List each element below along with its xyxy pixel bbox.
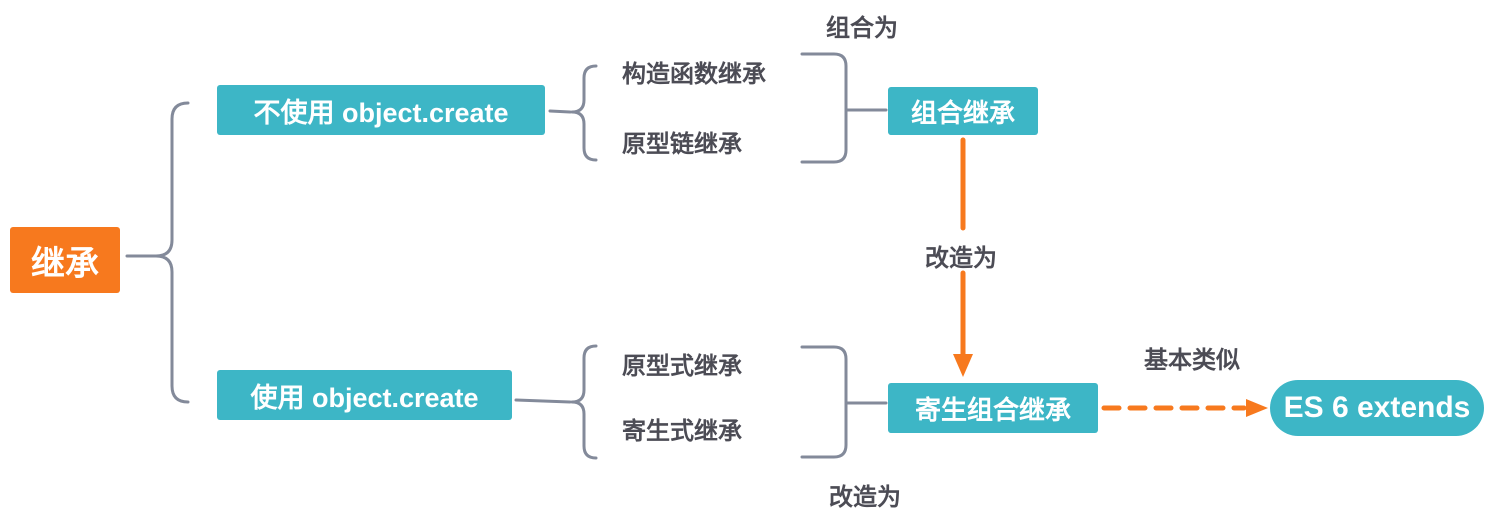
node-combination-inheritance[interactable]: 组合继承 xyxy=(888,87,1038,135)
edge-label-refactor-as: 改造为 xyxy=(925,245,997,272)
leaf-constructor-inheritance: 构造函数继承 xyxy=(622,61,766,88)
bottom-branch-curly-brace xyxy=(570,344,598,460)
node-without-object-create-label: 不使用 object.create xyxy=(253,97,509,128)
node-without-object-create[interactable]: 不使用 object.create xyxy=(217,85,545,135)
bottom-merge-bracket xyxy=(800,345,848,459)
node-with-object-create-label: 使用 object.create xyxy=(250,382,479,413)
leaf-prototypal-inheritance: 原型式继承 xyxy=(622,353,742,380)
leaf-parasitic-inheritance: 寄生式继承 xyxy=(622,418,742,445)
leaf-prototype-chain-inheritance: 原型链继承 xyxy=(622,131,742,158)
root-curly-brace xyxy=(154,101,190,404)
similar-arrowhead xyxy=(1246,399,1268,417)
node-es6-extends[interactable]: ES 6 extends xyxy=(1270,380,1484,436)
top-branch-curly-brace xyxy=(570,64,598,162)
node-with-object-create[interactable]: 使用 object.create xyxy=(217,370,512,420)
node-es6-extends-label: ES 6 extends xyxy=(1283,391,1471,424)
edge-label-combine-as: 组合为 xyxy=(826,15,898,42)
node-parasitic-combination-inheritance[interactable]: 寄生组合继承 xyxy=(888,383,1098,433)
node-combination-inheritance-label: 组合继承 xyxy=(910,97,1015,128)
bottom-branch-stub-line xyxy=(514,398,572,404)
top-merge-bracket xyxy=(800,52,848,164)
node-inheritance-root[interactable]: 继承 xyxy=(10,227,120,293)
node-inheritance-root-label: 继承 xyxy=(31,244,99,283)
refactor-arrowhead xyxy=(953,354,973,377)
edge-label-basically-similar: 基本类似 xyxy=(1144,347,1240,374)
node-parasitic-combination-inheritance-label: 寄生组合继承 xyxy=(914,394,1071,425)
edge-label-refactor-as-bottom: 改造为 xyxy=(829,484,901,511)
top-branch-stub-line xyxy=(548,109,572,114)
